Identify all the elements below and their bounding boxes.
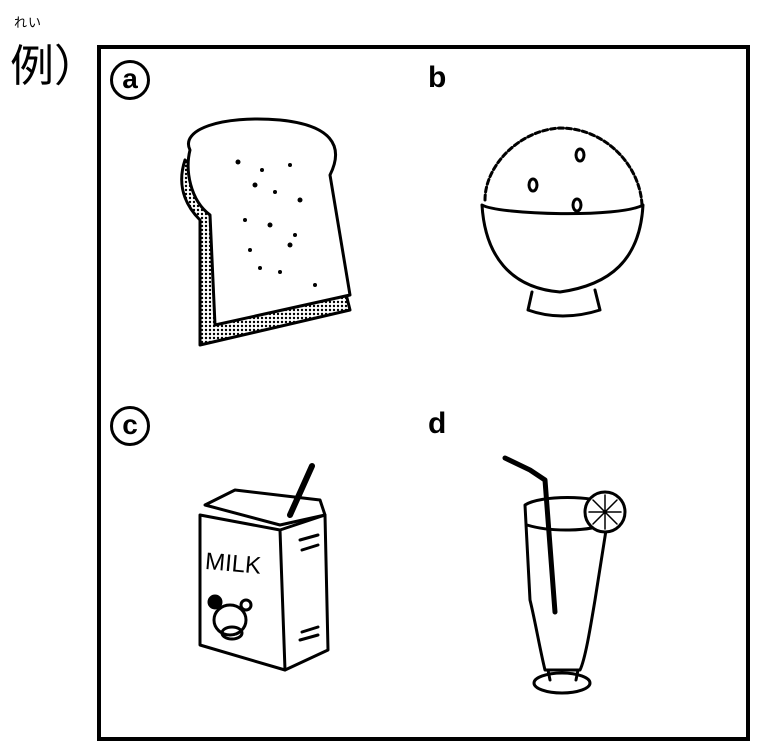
example-reading: れい bbox=[14, 16, 43, 31]
juice-glass-illustration bbox=[502, 455, 627, 695]
option-a-label[interactable]: a bbox=[110, 60, 150, 100]
picture-frame bbox=[97, 45, 750, 741]
example-label: 例） bbox=[10, 41, 98, 92]
milk-carton-text: MILK bbox=[204, 548, 262, 580]
option-b-label[interactable]: b bbox=[428, 61, 447, 94]
option-d-label[interactable]: d bbox=[428, 407, 447, 440]
rice-bowl-illustration bbox=[480, 126, 645, 318]
bread-illustration bbox=[180, 117, 352, 347]
milk-carton-illustration: MILK bbox=[198, 463, 330, 672]
option-c-label[interactable]: c bbox=[110, 406, 150, 446]
